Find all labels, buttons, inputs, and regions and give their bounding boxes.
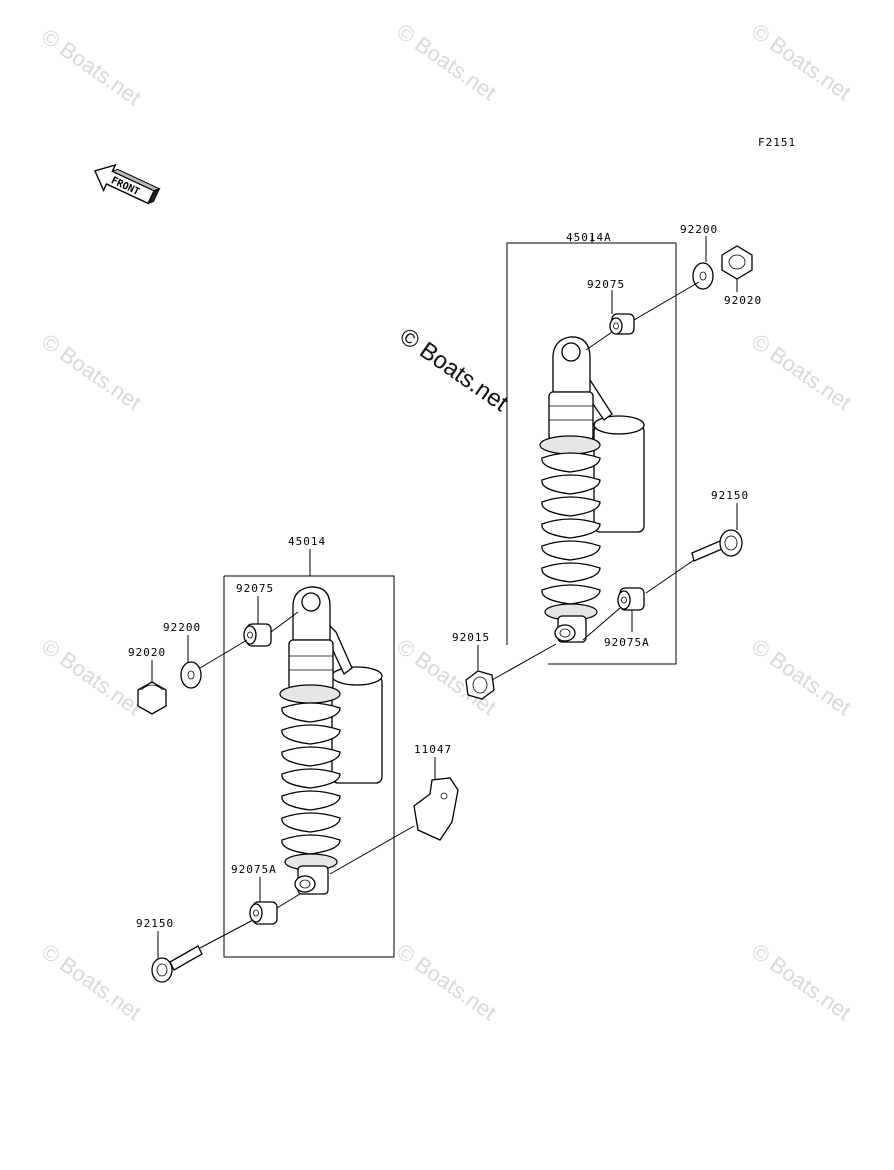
- lower-washer-92200: [180, 661, 202, 689]
- callout-92075A-lower: 92075A: [231, 863, 277, 876]
- lower-bushing-92075A: [249, 901, 278, 925]
- callout-92150-upper: 92150: [711, 489, 749, 502]
- upper-nut-92015: [465, 670, 495, 700]
- watermark-tile: © Boats.net: [37, 939, 146, 1026]
- lower-shock-assembly: 45014: [128, 535, 459, 983]
- callout-92020-lower: 92020: [128, 646, 166, 659]
- callout-92200-lower: 92200: [163, 621, 201, 634]
- callout-92075-lower: 92075: [236, 582, 274, 595]
- upper-shock-assembly: 45014A: [452, 223, 762, 700]
- figure-code: F2151: [758, 136, 796, 149]
- watermark-tile: © Boats.net: [747, 329, 856, 416]
- upper-nut-92020: [721, 245, 753, 280]
- upper-bushing-92075: [609, 313, 635, 335]
- upper-shock-absorber: [539, 336, 645, 643]
- callout-92015: 92015: [452, 631, 490, 644]
- watermark-tile: © Boats.net: [747, 19, 856, 106]
- upper-bolt-92150: [691, 529, 743, 562]
- callout-92075-upper: 92075: [587, 278, 625, 291]
- callout-92075A-upper: 92075A: [604, 636, 650, 649]
- watermark-tile: © Boats.net: [37, 24, 146, 111]
- lower-bracket-11047: [413, 777, 459, 841]
- watermark-tile: © Boats.net: [747, 634, 856, 721]
- callout-92150-lower: 92150: [136, 917, 174, 930]
- callout-45014: 45014: [288, 535, 326, 548]
- watermark-tile: © Boats.net: [392, 939, 501, 1026]
- lower-bushing-92075: [243, 623, 272, 647]
- lower-shock-absorber: [279, 586, 383, 895]
- watermark-center: © Boats.net: [395, 323, 514, 417]
- front-arrow-icon: FRONT: [93, 163, 161, 205]
- lower-bolt-92150: [151, 945, 203, 983]
- callout-92020-upper: 92020: [724, 294, 762, 307]
- watermark-tile: © Boats.net: [37, 329, 146, 416]
- watermark-tiles: © Boats.net © Boats.net © Boats.net © Bo…: [37, 19, 856, 1026]
- watermark-tile: © Boats.net: [747, 939, 856, 1026]
- watermark-tile: © Boats.net: [392, 19, 501, 106]
- callout-92200-upper: 92200: [680, 223, 718, 236]
- callout-45014A: 45014A: [566, 231, 612, 244]
- upper-bushing-92075A: [617, 587, 645, 611]
- upper-washer-92200: [692, 262, 714, 290]
- callout-11047: 11047: [414, 743, 452, 756]
- lower-nut-92020: [137, 681, 167, 715]
